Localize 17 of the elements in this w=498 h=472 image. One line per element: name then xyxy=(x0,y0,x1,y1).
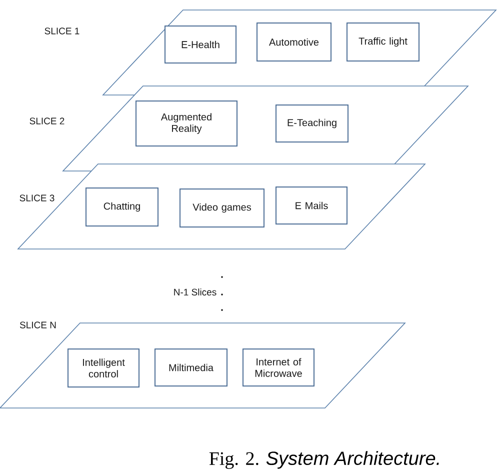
app-box: E-Teaching xyxy=(276,104,348,142)
app-box: Video games xyxy=(180,188,264,228)
app-box: Intelligent control xyxy=(68,348,140,388)
ellipsis-label: N-1 Slices xyxy=(174,288,216,296)
app-box: Miltimedia xyxy=(154,348,228,386)
app-box: Traffic light xyxy=(346,22,420,62)
slice-label: SLICE 1 xyxy=(44,28,80,34)
figure-caption: Fig. 2. System Architecture. xyxy=(209,451,439,469)
app-box: Automotive xyxy=(256,22,332,62)
slice-label: SLICE 2 xyxy=(30,118,64,124)
app-box: E Mails xyxy=(276,186,348,224)
app-box: E-Health xyxy=(164,26,236,64)
slice-label: SLICE N xyxy=(20,322,56,328)
slice-label: SLICE 3 xyxy=(20,194,54,202)
app-box: Augmented Reality xyxy=(136,100,238,146)
app-box: Chatting xyxy=(86,188,158,226)
app-box: Internet of Microwave xyxy=(242,348,314,386)
